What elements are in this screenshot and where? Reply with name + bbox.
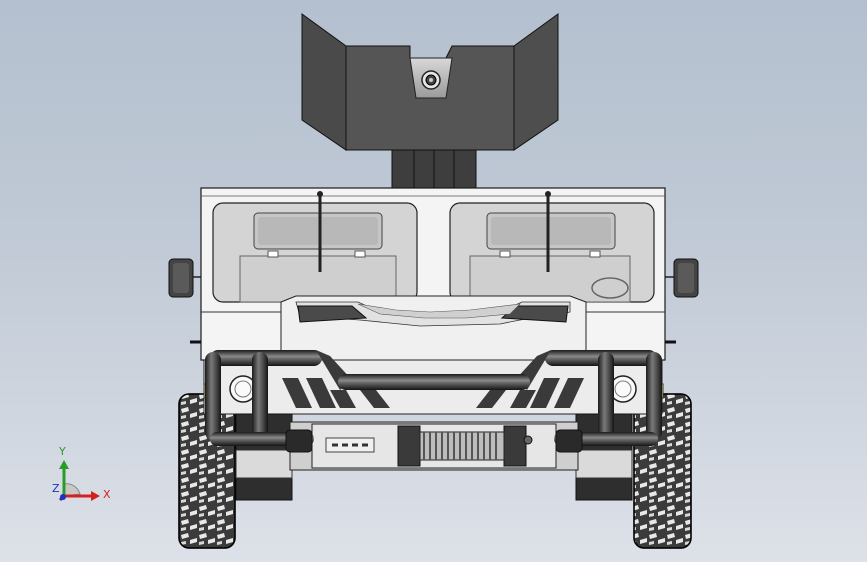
wheel-right	[633, 393, 692, 549]
turret-shield	[301, 13, 559, 191]
left-windshield	[212, 202, 418, 303]
bull-bar	[205, 350, 662, 453]
left-headlight-slot	[297, 305, 368, 323]
left-mirror	[168, 258, 204, 298]
y-axis-label: Y	[58, 445, 66, 458]
x-axis-label: X	[103, 488, 111, 501]
z-axis-label: Z	[52, 482, 60, 495]
right-mirror	[664, 258, 699, 298]
coordinate-triad: X Y Z	[52, 445, 111, 502]
shield-right-wing	[513, 13, 559, 151]
wipers	[317, 191, 551, 272]
winch	[311, 423, 557, 469]
shield-left-wing	[301, 13, 347, 151]
right-windshield	[449, 202, 655, 303]
hood-grille	[280, 295, 587, 361]
